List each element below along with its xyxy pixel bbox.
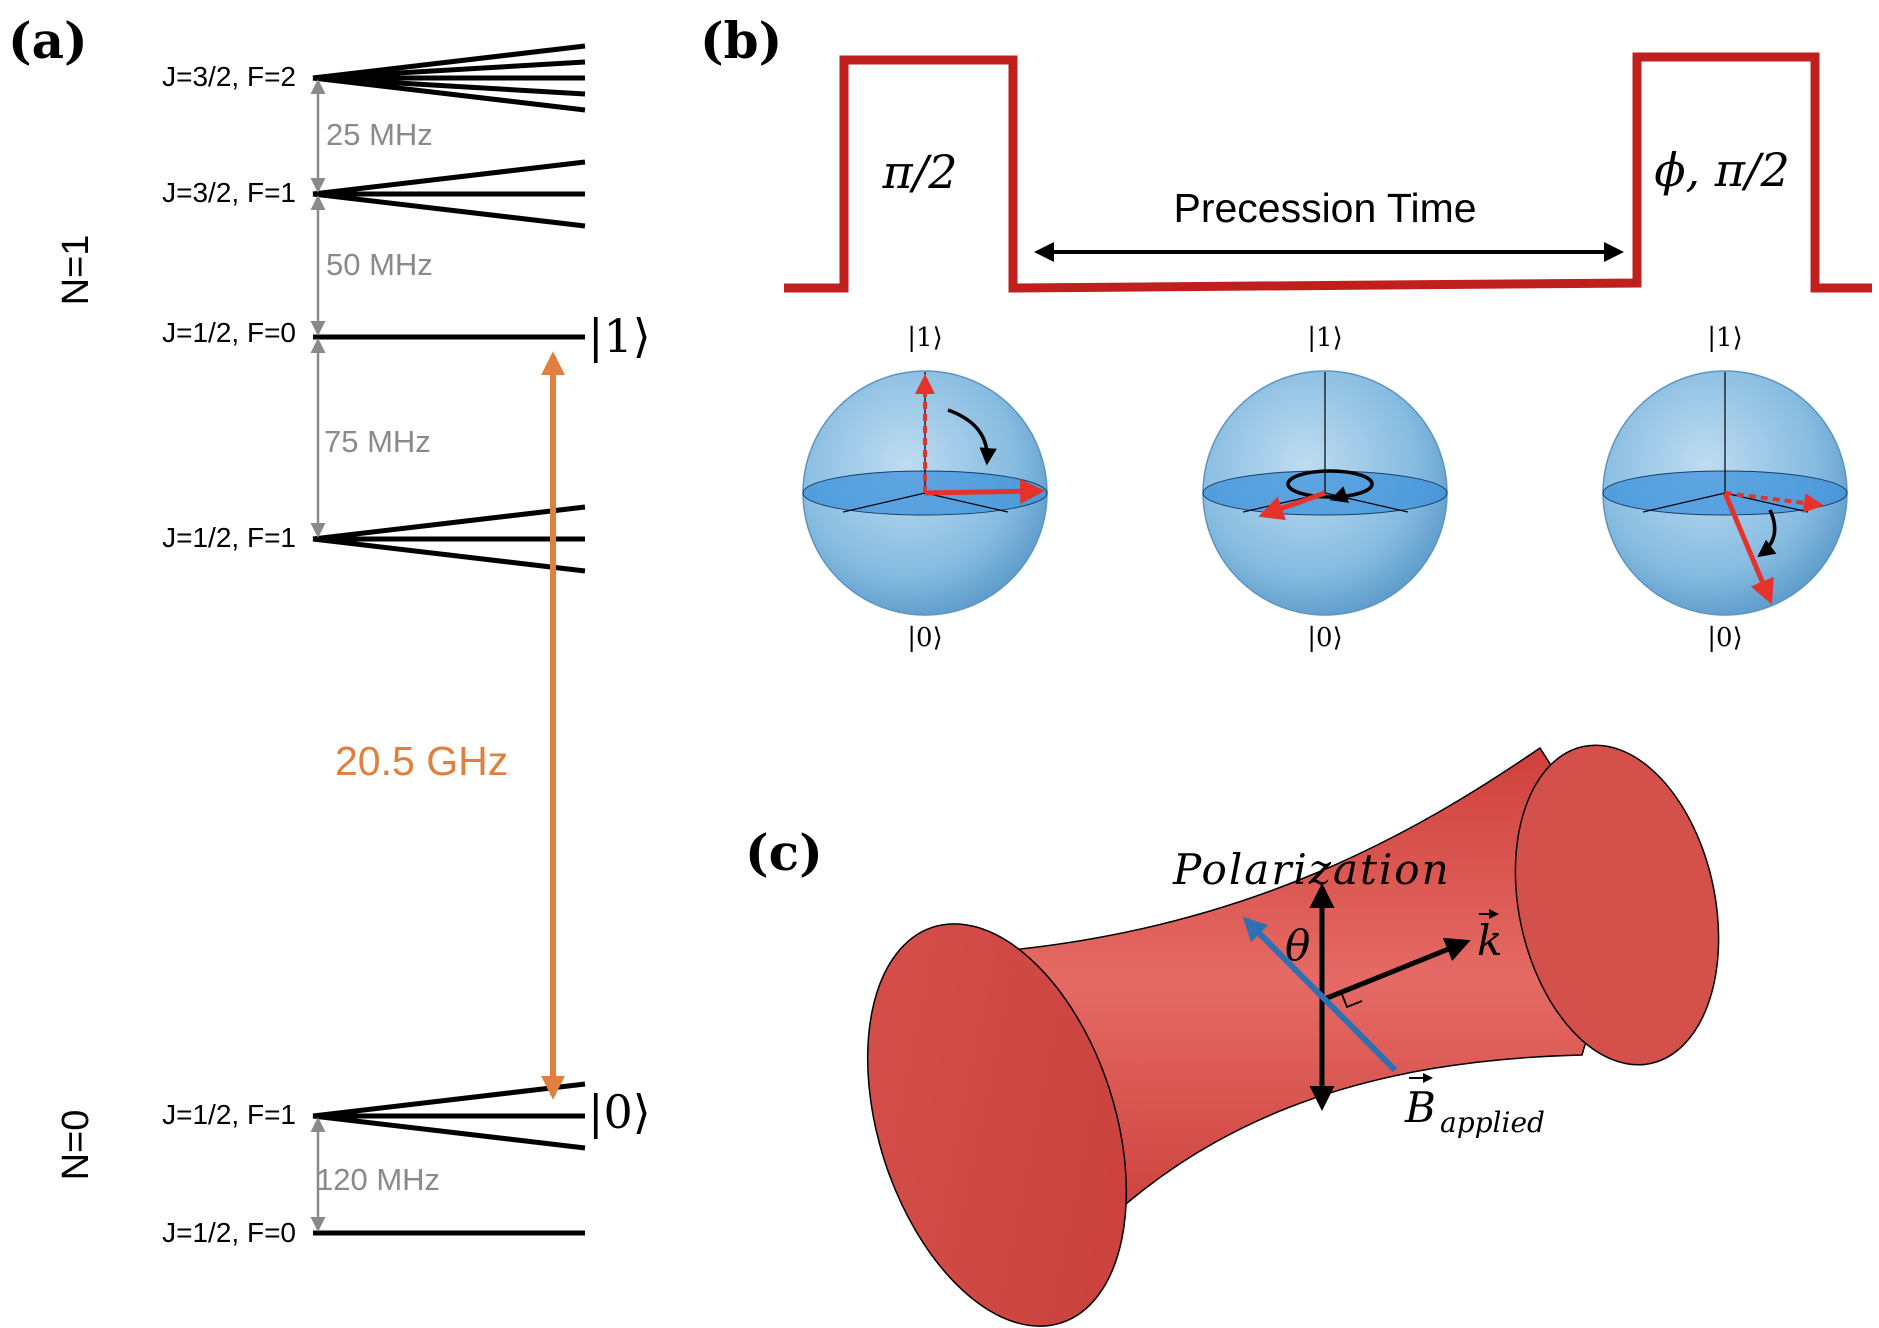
bloch-ket-one: |1⟩ xyxy=(1707,323,1742,353)
splitting-label: 120 MHz xyxy=(316,1162,440,1197)
level-label: J=3/2, F=2 xyxy=(162,61,296,92)
precession-time-label: Precession Time xyxy=(1173,185,1476,231)
polarization-label: Polarization xyxy=(1172,845,1451,894)
level-fan-f2 xyxy=(312,43,586,113)
level-fan-f1-ground xyxy=(312,1081,586,1151)
k-label: k xyxy=(1477,909,1502,965)
bloch-ket-zero: |0⟩ xyxy=(907,623,942,653)
svg-text:k: k xyxy=(1477,916,1502,965)
manifold-label-n0: N=0 xyxy=(55,1110,97,1181)
bloch-ket-one: |1⟩ xyxy=(907,323,942,353)
manifold-label-n1: N=1 xyxy=(55,235,97,306)
panel-label-b: (b) xyxy=(700,11,782,70)
splitting-label: 50 MHz xyxy=(326,247,433,282)
bloch-sphere: |1⟩ |0⟩ xyxy=(1602,323,1848,653)
level-fan-f1-upper xyxy=(312,159,586,229)
level-label: J=1/2, F=1 xyxy=(162,522,296,553)
applied-field-vector xyxy=(1242,916,1398,1073)
theta-label: θ xyxy=(1285,921,1310,970)
splitting-label: 25 MHz xyxy=(326,117,433,152)
transition-label: 20.5 GHz xyxy=(335,738,508,784)
bloch-ket-one: |1⟩ xyxy=(1307,323,1342,353)
panel-label-a: (a) xyxy=(8,11,88,70)
bloch-ket-zero: |0⟩ xyxy=(1707,623,1742,653)
level-fan-f1-mid xyxy=(312,504,586,574)
svg-text:applied: applied xyxy=(1440,1106,1545,1139)
level-label: J=3/2, F=1 xyxy=(162,177,296,208)
level-label: J=1/2, F=0 xyxy=(162,317,296,348)
bloch-ket-zero: |0⟩ xyxy=(1307,623,1342,653)
ket-zero-label: |0⟩ xyxy=(588,1085,651,1139)
pulse-label-phi-pi2: ϕ, π/2 xyxy=(1654,143,1790,197)
svg-text:B: B xyxy=(1404,1083,1436,1132)
laser-beam-waist xyxy=(866,744,1720,1327)
bloch-sphere: |1⟩ |0⟩ xyxy=(1202,323,1448,653)
right-angle-marker xyxy=(1340,991,1363,1009)
splitting-label: 75 MHz xyxy=(324,424,431,459)
level-label: J=1/2, F=1 xyxy=(162,1099,296,1130)
pulse-label-pi2: π/2 xyxy=(882,145,958,199)
level-label: J=1/2, F=0 xyxy=(162,1217,296,1248)
k-vector xyxy=(1321,937,1471,1003)
ket-one-label: |1⟩ xyxy=(588,309,651,363)
b-applied-label: B applied xyxy=(1404,1073,1545,1139)
pulse-sequence-trace xyxy=(784,52,1872,293)
bloch-sphere: |1⟩ |0⟩ xyxy=(802,323,1048,653)
panel-label-c: (c) xyxy=(745,823,823,882)
